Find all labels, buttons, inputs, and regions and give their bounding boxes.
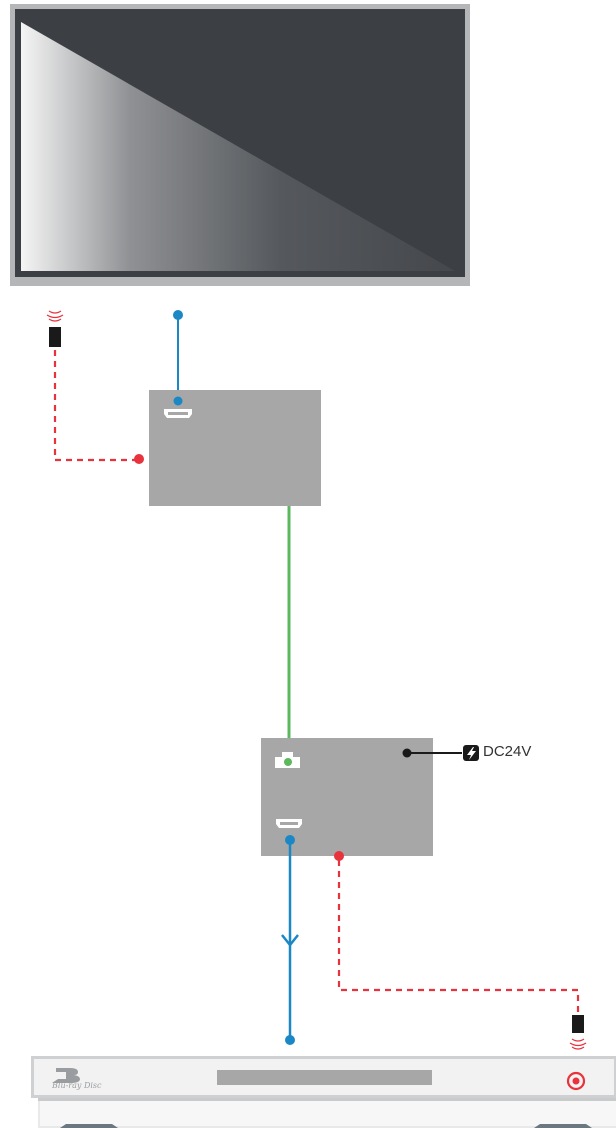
tv-display-icon: [10, 4, 470, 286]
ir-port-bottom: [334, 851, 344, 861]
ir-cable-top: [53, 350, 138, 462]
ir-port-top: [134, 454, 144, 464]
ir-cable-bottom: [337, 860, 580, 1013]
bluray-logo-icon: [52, 1068, 80, 1083]
hdmi-port-icon-rx: [276, 819, 302, 828]
hdmi-port-top-dot: [173, 396, 183, 406]
disc-tray-slot: [217, 1070, 432, 1085]
ir-receiver-icon: [569, 1015, 587, 1050]
hdmi-connector-player: [285, 1035, 295, 1045]
bluray-player: [31, 1056, 616, 1128]
hdmi-port-icon: [164, 409, 192, 418]
lightning-icon: [463, 745, 479, 761]
record-button-icon: [566, 1071, 586, 1091]
signal-direction-arrow: [281, 934, 299, 948]
ir-emitter-icon: [46, 310, 64, 347]
rj45-port-icon: [275, 752, 300, 768]
transmitter-box: [149, 390, 321, 506]
power-label: DC24V: [483, 743, 532, 760]
bluray-brand-text: Blu-ray Disc: [52, 1081, 102, 1090]
